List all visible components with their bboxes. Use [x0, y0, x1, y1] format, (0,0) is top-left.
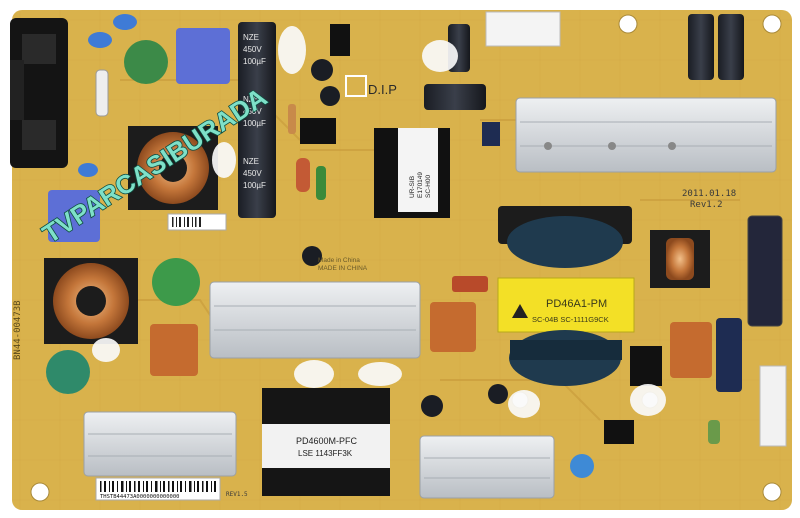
pfc-transformer: PD4600M-PFC LSE 1143FF3K	[262, 388, 390, 496]
heatsink-top-right	[515, 97, 777, 173]
made-in-line2: MADE IN CHINA	[318, 265, 368, 272]
barcode-sticker	[167, 213, 227, 231]
main-transformer-line1: PD46A1-PM	[546, 298, 607, 310]
capacitor-voltage-3: 450V	[243, 169, 262, 178]
dip-arrow-tip	[345, 75, 367, 97]
rev-label: REV1.5	[226, 491, 248, 498]
serial-barcode-sticker: THSTB44473A0000000000000	[95, 477, 221, 501]
capacitor-capacitance-2: 100µF	[243, 119, 266, 128]
small-transformer-line3: SC-H00	[425, 174, 432, 198]
blue-film-capacitors	[48, 14, 230, 242]
small-transformer-line1: UR-SIB	[409, 176, 416, 198]
bottom-right-connector	[759, 365, 787, 447]
green-varistors	[46, 40, 200, 394]
model-label: BN44-00473B	[13, 300, 23, 360]
right-output-connector	[747, 215, 783, 327]
output-capacitors	[688, 14, 744, 80]
heatsink-bottom-right	[419, 435, 555, 499]
made-in-line1: Made in China	[318, 257, 360, 264]
heatsink-center	[209, 281, 421, 359]
barcode-lines-small	[172, 217, 201, 227]
heatsink-bottom-left	[83, 411, 237, 477]
capacitor-brand-2: NZE	[243, 95, 259, 104]
capacitor-voltage-2: 450V	[243, 107, 262, 116]
small-components-top	[288, 11, 561, 200]
capacitor-brand-3: NZE	[243, 157, 259, 166]
dip-marker: D.I.P	[368, 82, 397, 97]
pfc-transformer-line1: PD4600M-PFC	[296, 436, 358, 446]
pfc-transformer-line2: LSE 1143FF3K	[298, 449, 353, 458]
main-transformer: PD46A1-PM SC-04B SC-1111G9CK	[497, 206, 635, 386]
date-code-line2: Rev1.2	[690, 200, 723, 210]
small-transformer: UR-SIB E170149 SC-H00	[374, 128, 450, 218]
capacitor-capacitance-1: 100µF	[243, 57, 266, 66]
misc-components	[302, 246, 742, 478]
orange-capacitors	[150, 276, 712, 378]
capacitor-capacitance-3: 100µF	[243, 181, 266, 190]
ac-input-connector	[10, 18, 68, 168]
capacitor-brand-1: NZE	[243, 33, 259, 42]
toroid-coil-top	[128, 126, 218, 210]
date-code-line1: 2011.01.18	[682, 189, 736, 199]
capacitor-bank: NZE 450V 100µF NZE 450V 100µF NZE 450V 1…	[238, 22, 276, 218]
white-glue-blobs	[92, 26, 666, 418]
capacitor-voltage-1: 450V	[243, 45, 262, 54]
main-transformer-line2: SC-04B SC-1111G9CK	[532, 315, 609, 324]
serial-label: THSTB44473A0000000000000	[100, 494, 179, 500]
small-transformer-line2: E170149	[417, 172, 424, 198]
small-inductor	[650, 230, 710, 288]
fuse	[95, 69, 109, 117]
toroid-coil-bottom	[44, 258, 138, 344]
